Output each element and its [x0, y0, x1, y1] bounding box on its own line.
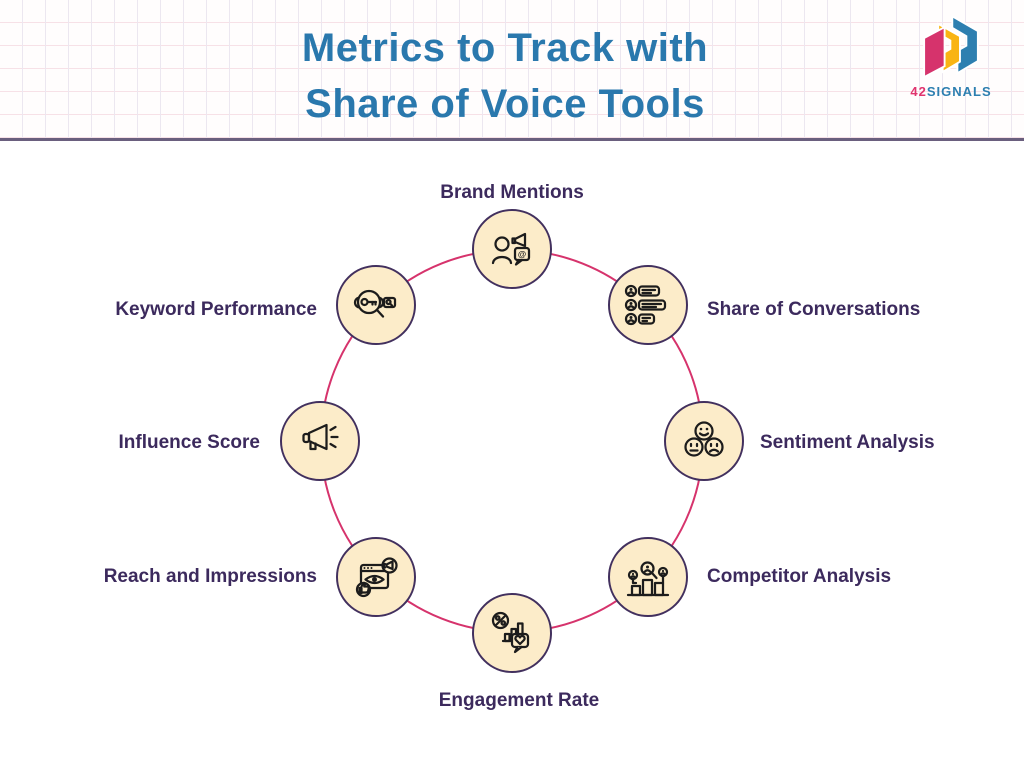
node-brand-mentions: @ — [472, 209, 552, 289]
percent-chart-heart-icon — [487, 608, 537, 658]
megaphone-icon — [295, 416, 345, 466]
page-title: Metrics to Track with Share of Voice Too… — [302, 20, 708, 132]
label-reach-and-impressions: Reach and Impressions — [103, 566, 317, 587]
browser-eye-megaphone-thumbsup-icon — [351, 552, 401, 602]
node-reach-and-impressions — [336, 537, 416, 617]
svg-text:@: @ — [518, 249, 526, 259]
emoji-faces-icon — [679, 416, 729, 466]
node-keyword-performance — [336, 265, 416, 345]
brand-logo: 42SIGNALS — [896, 12, 1006, 99]
label-keyword-performance: Keyword Performance — [115, 299, 317, 320]
key-magnifier-search-icon — [351, 280, 401, 330]
header: Metrics to Track with Share of Voice Too… — [0, 0, 1024, 141]
cube-logo-icon — [923, 14, 979, 79]
logo-text-42: 42 — [910, 84, 927, 99]
page-title-line2: Share of Voice Tools — [305, 82, 705, 126]
label-engagement-rate: Engagement Rate — [438, 690, 600, 711]
node-share-of-conversations — [608, 265, 688, 345]
users-chat-list-icon — [623, 280, 673, 330]
node-sentiment-analysis — [664, 401, 744, 481]
node-influence-score — [280, 401, 360, 481]
node-competitor-analysis — [608, 537, 688, 617]
page-title-line1: Metrics to Track with — [301, 26, 709, 70]
label-share-of-conversations: Share of Conversations — [707, 299, 921, 320]
node-engagement-rate — [472, 593, 552, 673]
label-sentiment-analysis: Sentiment Analysis — [760, 432, 935, 453]
bar-chart-people-magnifier-icon — [623, 552, 673, 602]
logo-text-signals: SIGNALS — [926, 84, 992, 99]
label-influence-score: Influence Score — [118, 432, 261, 453]
logo-text: 42SIGNALS — [896, 84, 1006, 99]
person-megaphone-mention-icon: @ — [487, 224, 537, 274]
label-brand-mentions: Brand Mentions — [440, 182, 584, 203]
label-competitor-analysis: Competitor Analysis — [707, 566, 892, 587]
